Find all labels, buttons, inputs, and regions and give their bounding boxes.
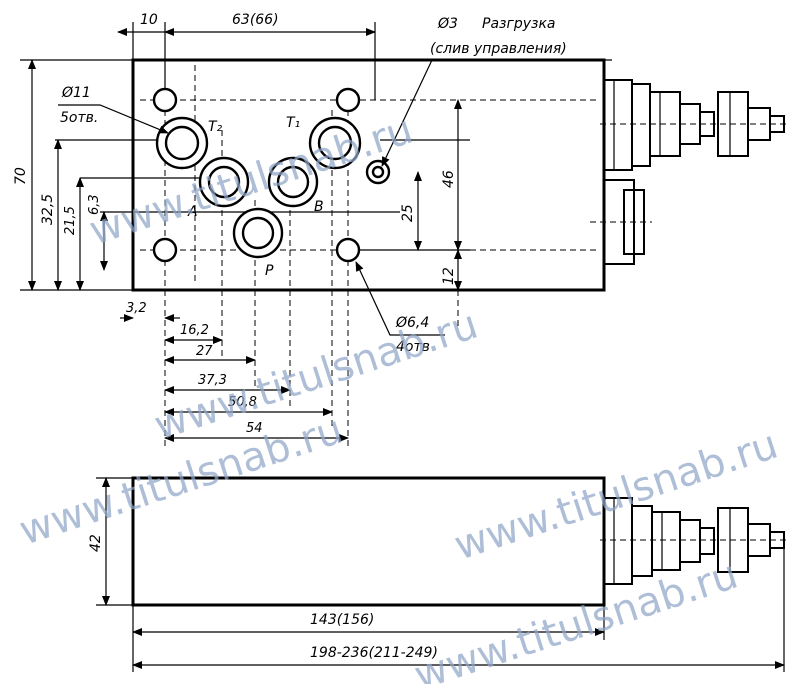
dim-v-25: 25: [400, 204, 416, 222]
dim-v-6-3: 6,3: [87, 194, 102, 215]
dim-h-16-2: 16,2: [180, 323, 209, 338]
port-t1: [308, 116, 362, 170]
drain-hole: [365, 159, 391, 185]
dim-top-width: 63(66): [232, 12, 279, 28]
side-dim-height: 42: [88, 534, 104, 552]
dim-v-21-5: 21,5: [63, 206, 78, 235]
port-p: [232, 207, 284, 259]
top-view: 10 63(66) 70 32,5 21,5 6,3 46 25 12 3,2 …: [13, 12, 790, 450]
port-b-label: B: [314, 199, 324, 215]
hole-11-dia: Ø11: [61, 85, 91, 101]
hole-11-count: 5отв.: [60, 110, 98, 126]
dim-v-46: 46: [441, 170, 457, 188]
hole-64-dia: Ø6,4: [395, 315, 429, 331]
hole-64-count: 4отв: [396, 339, 430, 355]
dim-top-left: 10: [140, 12, 158, 28]
port-a: [198, 156, 250, 208]
port-t2-label: T₂: [208, 119, 223, 135]
top-view-side-plug: [590, 179, 652, 265]
dim-h-3-2: 3,2: [126, 301, 147, 316]
side-view-adjuster-assembly: [600, 497, 790, 585]
side-dim-body-length: 143(156): [310, 612, 374, 628]
watermark-text: www.titulsnab.ru: [449, 422, 783, 570]
dim-h-37-3: 37,3: [198, 373, 227, 388]
port-p-label: P: [265, 263, 274, 279]
drain-note: (слив управления): [430, 41, 567, 57]
mounting-hole: [335, 87, 361, 113]
side-dim-total-length: 198-236(211-249): [310, 645, 438, 661]
mounting-hole: [152, 87, 178, 113]
dim-v-32-5: 32,5: [40, 194, 56, 225]
top-view-adjuster-assembly: [600, 79, 790, 171]
port-t1-label: T₁: [286, 115, 300, 131]
dim-height-total: 70: [13, 167, 29, 185]
drain-label: Разгрузка: [482, 16, 555, 32]
dim-h-54: 54: [246, 421, 263, 436]
dim-h-27: 27: [196, 344, 213, 359]
mounting-hole: [335, 237, 361, 263]
drain-dia: Ø3: [437, 16, 458, 32]
dim-v-12: 12: [441, 267, 457, 285]
watermark-text: www.titulsnab.ru: [409, 552, 743, 684]
watermark: www.titulsnab.ru www.titulsnab.ru www.ti…: [14, 107, 783, 684]
mounting-hole: [152, 237, 178, 263]
dim-h-50-8: 50,8: [228, 395, 257, 410]
port-a-label: A: [187, 204, 198, 220]
side-view: 42 143(156) 198-236(211-249): [88, 476, 790, 672]
port-b: [267, 156, 319, 208]
port-t2: [155, 116, 209, 170]
